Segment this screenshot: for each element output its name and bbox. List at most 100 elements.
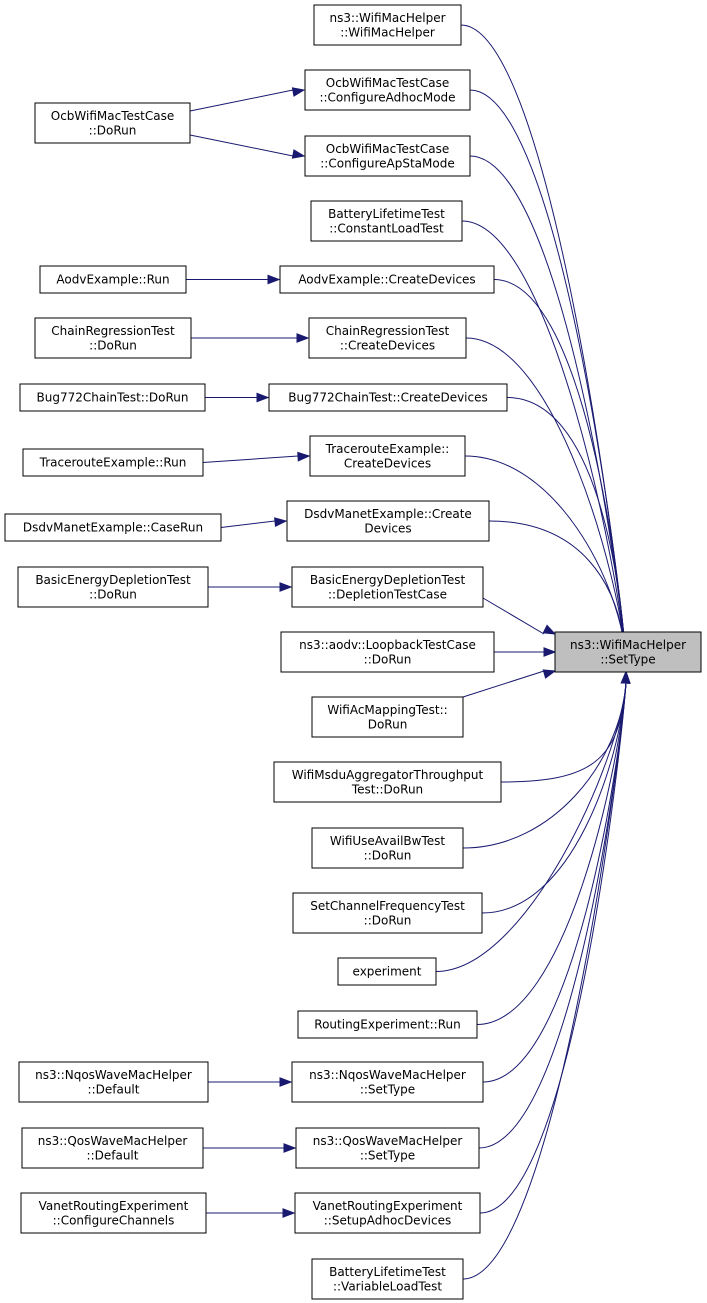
node-box [304, 135, 471, 177]
edge-c2-to-target [469, 89, 631, 672]
node-label: ::SetType [600, 652, 655, 666]
arrowhead [274, 517, 288, 528]
node-label: ns3::WifiMacHelper [570, 638, 686, 652]
node-label: ::WifiMacHelper [340, 25, 435, 39]
caller-node[interactable]: WifiAcMappingTest::DoRun [311, 696, 464, 738]
caller-node[interactable]: VanetRoutingExperiment::SetupAdhocDevice… [294, 1192, 481, 1234]
node-box [337, 957, 437, 986]
node-label: ns3::NqosWaveMacHelper [309, 1068, 466, 1082]
node-label: ns3::NqosWaveMacHelper [35, 1068, 192, 1082]
node-label: ::ConfigureChannels [53, 1213, 175, 1227]
edge-s6-to-c9 [220, 517, 288, 528]
node-label: ::DoRun [89, 123, 137, 137]
caller-node[interactable]: Bug772ChainTest::DoRun [19, 383, 206, 412]
node-label: WifiAcMappingTest:: [327, 703, 447, 717]
node-label: OcbWifiMacTestCase [326, 76, 449, 90]
caller-node[interactable]: SetChannelFrequencyTest::DoRun [292, 892, 483, 934]
node-label: OcbWifiMacTestCase [51, 109, 174, 123]
caller-node[interactable]: VanetRoutingExperiment::ConfigureChannel… [20, 1192, 207, 1234]
node-box [34, 317, 192, 359]
node-box [554, 631, 702, 673]
caller-node[interactable]: ns3::aodv::LoopbackTestCase::DoRun [280, 631, 495, 673]
node-label: WifiUseAvailBwTest [330, 834, 446, 848]
arrowhead [256, 392, 270, 403]
arrowhead [543, 647, 557, 657]
node-label: BatteryLifetimeTest [328, 207, 445, 221]
caller-node[interactable]: ns3::QosWaveMacHelper::SetType [295, 1127, 480, 1169]
node-box [308, 317, 467, 359]
node-box [291, 566, 484, 608]
node-label: ChainRegressionTest [51, 324, 175, 338]
caller-node[interactable]: WifiUseAvailBwTest::DoRun [311, 827, 464, 869]
caller-node[interactable]: TracerouteExample::CreateDevices [309, 435, 466, 477]
node-label: BatteryLifetimeTest [329, 1265, 446, 1279]
node-label: CreateDevices [344, 456, 431, 470]
node-label: RoutingExperiment::Run [314, 1018, 460, 1032]
node-box [310, 200, 463, 242]
node-box [280, 631, 495, 673]
arrowhead [267, 274, 281, 285]
node-label: ::ConstantLoadTest [329, 221, 444, 235]
node-label: WifiMsduAggregatorThroughput [292, 768, 484, 782]
edge-s3-to-c6 [191, 333, 310, 343]
caller-node[interactable]: AodvExample::Run [39, 265, 187, 294]
caller-node[interactable]: experiment [337, 957, 437, 986]
caller-node[interactable]: BasicEnergyDepletionTest::DoRun [17, 566, 209, 608]
node-label: ::SetType [360, 1148, 415, 1162]
node-label: ::SetType [360, 1082, 415, 1096]
node-label: TracerouteExample:: [325, 442, 450, 456]
caller-node[interactable]: BatteryLifetimeTest::ConstantLoadTest [310, 200, 463, 242]
caller-node[interactable]: TracerouteExample::Run [22, 448, 204, 477]
arrowhead [296, 333, 310, 343]
caller-node[interactable]: RoutingExperiment::Run [297, 1010, 478, 1039]
arrowhead [283, 1143, 297, 1153]
node-box [313, 4, 462, 46]
arrowhead [297, 451, 311, 462]
caller-node[interactable]: ns3::NqosWaveMacHelper::Default [18, 1061, 209, 1103]
caller-node[interactable]: BatteryLifetimeTest::VariableLoadTest [311, 1258, 464, 1300]
node-label: AodvExample::Run [56, 273, 169, 287]
caller-node[interactable]: ns3::NqosWaveMacHelper::SetType [291, 1061, 484, 1103]
node-label: TracerouteExample::Run [39, 456, 187, 470]
node-label: Devices [364, 521, 411, 535]
node-box [292, 892, 483, 934]
node-box [273, 761, 502, 803]
node-box [20, 1192, 207, 1234]
caller-node[interactable]: BasicEnergyDepletionTest::DepletionTestC… [291, 566, 484, 608]
caller-node[interactable]: OcbWifiMacTestCase::ConfigureApStaMode [304, 135, 471, 177]
caller-node[interactable]: AodvExample::CreateDevices [279, 265, 495, 294]
node-label: ::ConfigureApStaMode [320, 156, 454, 170]
node-label: VanetRoutingExperiment [39, 1199, 189, 1213]
node-label: Bug772ChainTest::DoRun [37, 391, 189, 405]
caller-node[interactable]: ChainRegressionTest::CreateDevices [308, 317, 467, 359]
node-label: experiment [353, 965, 422, 979]
caller-node[interactable]: ns3::QosWaveMacHelper::Default [21, 1127, 204, 1169]
node-label: ::DepletionTestCase [328, 587, 447, 601]
arrowhead [542, 624, 557, 635]
caller-node[interactable]: OcbWifiMacTestCase::DoRun [34, 102, 191, 144]
edge-c3-to-target [469, 155, 631, 672]
caller-node[interactable]: ChainRegressionTest::DoRun [34, 317, 192, 359]
caller-node[interactable]: ns3::WifiMacHelper::WifiMacHelper [313, 4, 462, 46]
edge-s1-to-c2 [189, 87, 306, 112]
caller-node[interactable]: OcbWifiMacTestCase::ConfigureAdhocMode [304, 69, 471, 111]
node-box [22, 448, 204, 477]
edge-c1-to-target [460, 24, 631, 672]
caller-node[interactable]: Bug772ChainTest::CreateDevices [268, 383, 508, 412]
caller-node[interactable]: DsdvManetExample::CreateDevices [286, 500, 490, 542]
arrowhead [291, 149, 306, 159]
node-label: AodvExample::CreateDevices [298, 273, 475, 287]
arrowhead [279, 1077, 293, 1087]
caller-node[interactable]: DsdvManetExample::CaseRun [4, 513, 222, 542]
node-label: ::VariableLoadTest [333, 1279, 442, 1293]
node-box [19, 383, 206, 412]
node-label: ::Default [88, 1082, 140, 1096]
target-node[interactable]: ns3::WifiMacHelper::SetType [554, 631, 702, 673]
node-label: Bug772ChainTest::CreateDevices [288, 391, 488, 405]
node-box [294, 1192, 481, 1234]
node-label: ns3::QosWaveMacHelper [313, 1134, 463, 1148]
node-label: Test::DoRun [351, 782, 423, 796]
node-label: DsdvManetExample::CaseRun [23, 521, 203, 535]
